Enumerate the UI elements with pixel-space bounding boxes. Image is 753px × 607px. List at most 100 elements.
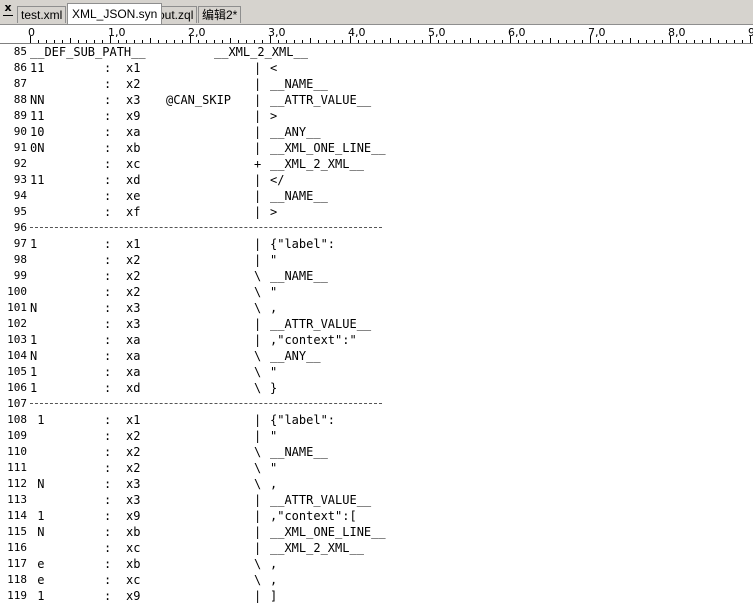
- code-line[interactable]: 98:x2|": [0, 252, 753, 268]
- code-c5: >: [270, 109, 278, 123]
- code-sep: \: [254, 573, 262, 587]
- line-number: 109: [7, 429, 27, 442]
- code-c1: 1: [30, 413, 45, 427]
- tab-out-zql[interactable]: out.zql: [154, 6, 198, 23]
- code-line[interactable]: 111:x2\": [0, 460, 753, 476]
- code-c2: :: [104, 109, 112, 123]
- code-line[interactable]: 116:xc|__XML_2_XML__: [0, 540, 753, 556]
- code-c3: xd: [126, 381, 141, 395]
- code-line[interactable]: 115 N:xb|__XML_ONE_LINE__: [0, 524, 753, 540]
- code-sep: \: [254, 557, 262, 571]
- code-c3: x2: [126, 77, 141, 91]
- line-number: 94: [13, 189, 27, 202]
- code-line[interactable]: 99:x2\__NAME__: [0, 268, 753, 284]
- code-c5: __NAME__: [270, 269, 328, 283]
- tab-bar: x test.xml XML_JSON.syn out.zql 编辑2*: [0, 0, 753, 25]
- code-line[interactable]: 113:x3|__ATTR_VALUE__: [0, 492, 753, 508]
- code-c2: :: [104, 125, 112, 139]
- code-c1: 1: [30, 365, 38, 379]
- code-line[interactable]: 95:xf|>: [0, 204, 753, 220]
- line-number: 118: [7, 573, 27, 586]
- line-number: 92: [13, 157, 27, 170]
- code-sep: \: [254, 269, 262, 283]
- code-line[interactable]: 102:x3|__ATTR_VALUE__: [0, 316, 753, 332]
- line-number: 113: [7, 493, 27, 506]
- line-number: 85: [13, 45, 27, 58]
- code-c3: x9: [126, 509, 141, 523]
- code-line[interactable]: 85__DEF_SUB_PATH____XML_2_XML__: [0, 44, 753, 60]
- code-sep: |: [254, 253, 262, 267]
- tab-edit2[interactable]: 编辑2*: [198, 6, 242, 23]
- ruler-label: 6,0: [508, 26, 526, 39]
- code-c2: :: [104, 589, 112, 603]
- code-line[interactable]: 110:x2\__NAME__: [0, 444, 753, 460]
- code-line[interactable]: 119 1:x9|]: [0, 588, 753, 604]
- code-c2: :: [104, 429, 112, 443]
- code-c3: xb: [126, 141, 141, 155]
- ruler-label: 4,0: [348, 26, 366, 39]
- ruler-label: 3,0: [268, 26, 286, 39]
- code-c5: __NAME__: [270, 445, 328, 459]
- code-c3: x1: [126, 237, 141, 251]
- code-line[interactable]: 112 N:x3\,: [0, 476, 753, 492]
- code-c2: :: [104, 285, 112, 299]
- code-c1: N: [30, 349, 38, 363]
- code-c3: xf: [126, 205, 141, 219]
- line-number: 96: [13, 221, 27, 234]
- line-number: 91: [13, 141, 27, 154]
- code-c5: </: [270, 173, 285, 187]
- code-line[interactable]: 94:xe|__NAME__: [0, 188, 753, 204]
- code-line[interactable]: 108 1:x1|{"label":: [0, 412, 753, 428]
- code-c3: xb: [126, 525, 141, 539]
- code-line[interactable]: 100:x2\": [0, 284, 753, 300]
- code-c5: ": [270, 365, 278, 379]
- code-line[interactable]: 109:x2|": [0, 428, 753, 444]
- code-c3: x3: [126, 477, 141, 491]
- code-c2: :: [104, 157, 112, 171]
- code-line[interactable]: 118 e:xc\,: [0, 572, 753, 588]
- code-c4: @CAN_SKIP: [166, 93, 232, 107]
- code-c2: :: [104, 189, 112, 203]
- close-icon[interactable]: x: [4, 1, 12, 14]
- line-number: 108: [7, 413, 27, 426]
- code-c5: ": [270, 461, 278, 475]
- code-c5: __ATTR_VALUE__: [270, 493, 372, 507]
- code-c3: x2: [126, 253, 141, 267]
- code-c3: x3: [126, 317, 141, 331]
- tab-xml-json-syn[interactable]: XML_JSON.syn: [67, 3, 163, 24]
- code-c5: ,"context":[: [270, 509, 357, 523]
- code-sep: |: [254, 333, 262, 347]
- code-line[interactable]: 96: [0, 220, 753, 236]
- tab-test-xml[interactable]: test.xml: [17, 6, 67, 23]
- code-line[interactable]: 107: [0, 396, 753, 412]
- code-c5: {"label":: [270, 413, 336, 427]
- ruler-label: 7,0: [588, 26, 606, 39]
- code-line[interactable]: 117 e:xb\,: [0, 556, 753, 572]
- code-line[interactable]: 87:x2|__NAME__: [0, 76, 753, 92]
- code-line[interactable]: 92:xc+__XML_2_XML__: [0, 156, 753, 172]
- line-number: 102: [7, 317, 27, 330]
- code-c2: :: [104, 509, 112, 523]
- code-c3: x3: [126, 93, 141, 107]
- code-c3: x2: [126, 285, 141, 299]
- code-c3: x2: [126, 461, 141, 475]
- code-c3: x2: [126, 429, 141, 443]
- code-line[interactable]: 114 1:x9|,"context":[: [0, 508, 753, 524]
- code-sep: \: [254, 285, 262, 299]
- code-sep: |: [254, 93, 262, 107]
- code-c2: :: [104, 413, 112, 427]
